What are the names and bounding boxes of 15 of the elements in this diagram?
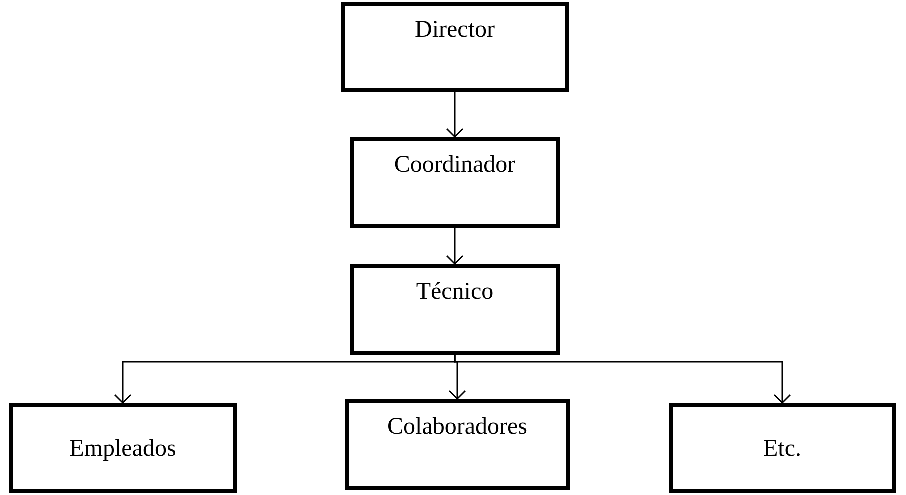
org-box (350, 264, 560, 355)
node-label: Técnico (416, 278, 494, 308)
arrow (454, 355, 792, 404)
node-label: Coordinador (394, 151, 516, 180)
org-box (669, 403, 896, 493)
arrow (446, 228, 464, 265)
org-box (350, 137, 560, 228)
node-label: Etc. (764, 435, 802, 464)
arrow (446, 92, 464, 138)
node-label: Director (415, 16, 495, 45)
org-box (341, 2, 569, 92)
org-box (9, 403, 237, 493)
org-box (345, 399, 570, 490)
node-label: Empleados (70, 435, 176, 464)
node-label: Colaboradores (388, 413, 528, 442)
